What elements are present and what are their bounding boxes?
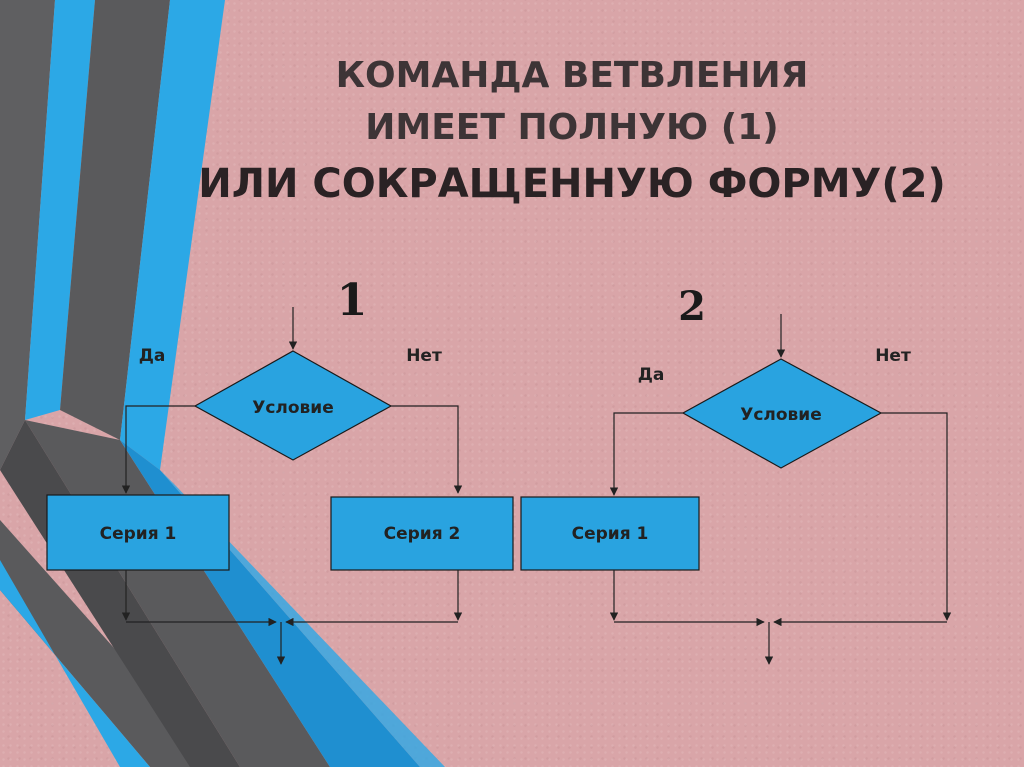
diagram-2-series-1-text: Серия 1: [572, 524, 649, 544]
diagram-2-series-1-box: [520, 496, 700, 571]
flowchart-full-form: 1 Да Нет Условие Серия 1 Серия 2: [46, 275, 514, 665]
title-line-1: КОМАНДА ВЕТВЛЕНИЯ: [335, 55, 809, 96]
diagram-2-no-label: Нет: [875, 346, 911, 366]
diagram-1-no-branch: [391, 405, 463, 494]
diagram-1-series-2-box: [330, 496, 514, 571]
diagram-1-series-1-text: Серия 1: [100, 524, 177, 544]
diagram-2-yes-branch: [609, 412, 683, 496]
diagram-1-yes-label: Да: [139, 346, 166, 366]
diagram-2-condition-text: Условие: [740, 405, 822, 425]
diagram-2-number: 2: [678, 283, 706, 330]
title-line-3: ИЛИ СОКРАЩЕННУЮ ФОРМУ(2): [198, 161, 946, 207]
stripe-blue-5: [160, 470, 445, 767]
stripe-blue-3: [120, 0, 225, 470]
diagram-1-series-2-text: Серия 2: [384, 524, 461, 544]
diagram-1-series-1-box: [46, 494, 230, 571]
diagram-2-condition-diamond: [681, 358, 883, 469]
stripe-blue-2: [25, 0, 95, 420]
stripe-gray-3: [60, 0, 170, 440]
flowchart-short-form: 2 Да Нет Условие Серия 1: [520, 283, 952, 665]
title-line-2: ИМЕЕТ ПОЛНУЮ (1): [365, 107, 779, 148]
diagram-1-number: 1: [337, 275, 368, 326]
diagram-1-condition-diamond: [193, 350, 393, 461]
slide-title: КОМАНДА ВЕТВЛЕНИЯ ИМЕЕТ ПОЛНУЮ (1) ИЛИ С…: [140, 50, 1004, 214]
diagram-1-yes-branch: [121, 405, 195, 494]
diagram-2-yes-label: Да: [638, 365, 665, 385]
stripe-gray-2: [0, 0, 55, 470]
diagram-1-no-label: Нет: [406, 346, 442, 366]
diagram-2-no-branch: [881, 412, 952, 621]
diagram-1-condition-text: Условие: [252, 398, 334, 418]
